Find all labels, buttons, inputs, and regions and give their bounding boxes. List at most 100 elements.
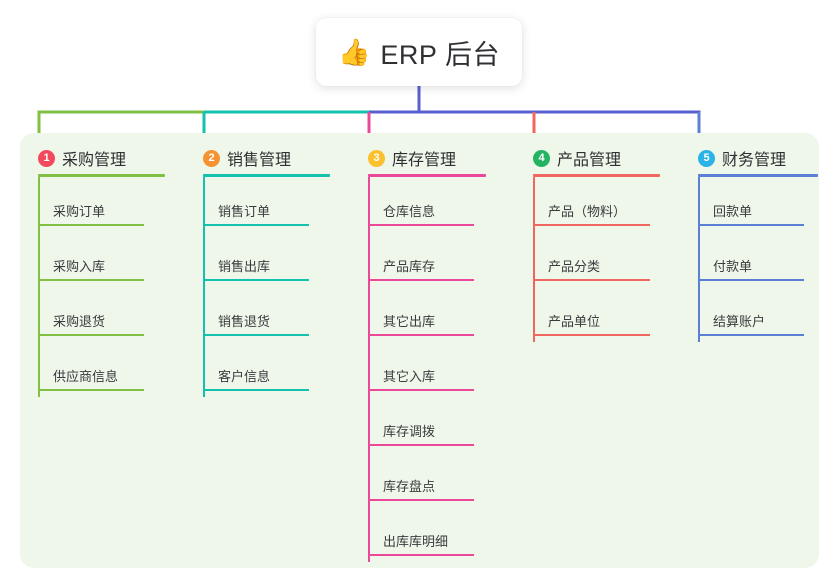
content-panel [20, 133, 819, 568]
branch-header-1[interactable]: 1 采购管理 [38, 146, 126, 170]
list-item-label: 采购入库 [53, 259, 106, 274]
branch-spine-2 [203, 177, 205, 397]
list-item[interactable]: 仓库信息 [368, 177, 498, 232]
list-item-underline [368, 389, 474, 391]
list-item[interactable]: 结算账户 [698, 287, 828, 342]
list-item-label: 回款单 [713, 204, 753, 219]
list-item-underline [38, 334, 144, 336]
list-item-underline [38, 224, 144, 226]
list-item-label: 供应商信息 [53, 369, 119, 384]
list-item[interactable]: 采购入库 [38, 232, 168, 287]
list-item-underline [203, 279, 309, 281]
branch-header-label-5: 财务管理 [722, 152, 787, 169]
list-item-label: 采购退货 [53, 314, 106, 329]
list-item[interactable]: 供应商信息 [38, 342, 168, 397]
list-item-underline [368, 554, 474, 556]
branch-header-label-4: 产品管理 [557, 152, 622, 169]
list-item[interactable]: 客户信息 [203, 342, 333, 397]
list-item-underline [38, 389, 144, 391]
branch-spine-4 [533, 177, 535, 342]
list-item[interactable]: 出库库明细 [368, 507, 498, 562]
list-item-underline [368, 444, 474, 446]
list-item-underline [533, 224, 650, 226]
branch-badge-3: 3 [368, 149, 385, 167]
list-item[interactable]: 库存盘点 [368, 452, 498, 507]
branch-spine-5 [698, 177, 700, 342]
list-item-underline [368, 224, 474, 226]
list-item[interactable]: 销售出库 [203, 232, 333, 287]
branch-header-underline-5 [698, 174, 818, 177]
list-item[interactable]: 产品单位 [533, 287, 673, 342]
list-item[interactable]: 付款单 [698, 232, 828, 287]
list-item[interactable]: 库存调拨 [368, 397, 498, 452]
root-title-label: ERP 后台 [380, 39, 500, 70]
root-title-card[interactable]: 👍 ERP 后台 [316, 18, 522, 86]
list-item[interactable]: 回款单 [698, 177, 828, 232]
thumbs-up-icon: 👍 [338, 37, 371, 67]
branch-spine-1 [38, 177, 40, 397]
list-item-underline [203, 224, 309, 226]
list-item-underline [368, 334, 474, 336]
branch-badge-1: 1 [38, 149, 55, 167]
list-item-underline [368, 499, 474, 501]
list-item-label: 采购订单 [53, 204, 106, 219]
branch-header-underline-2 [203, 174, 330, 177]
list-item[interactable]: 采购退货 [38, 287, 168, 342]
list-item-label: 销售订单 [218, 204, 271, 219]
branch-header-label-1: 采购管理 [62, 152, 127, 169]
branch-column-1: 1 采购管理采购订单采购入库采购退货供应商信息 [20, 133, 185, 568]
branch-item-list-1: 采购订单采购入库采购退货供应商信息 [38, 177, 168, 397]
branch-columns: 1 采购管理采购订单采购入库采购退货供应商信息 2 销售管理销售订单销售出库销售退货客… [20, 133, 819, 568]
branch-item-list-4: 产品（物料） 产品分类产品单位 [533, 177, 673, 342]
branch-header-label-2: 销售管理 [227, 152, 292, 169]
list-item-underline [698, 279, 804, 281]
list-item-underline [368, 279, 474, 281]
list-item-label: 付款单 [713, 259, 753, 274]
list-item[interactable]: 采购订单 [38, 177, 168, 232]
branch-column-2: 2 销售管理销售订单销售出库销售退货客户信息 [185, 133, 350, 568]
branch-item-list-5: 回款单付款单结算账户 [698, 177, 828, 342]
list-item-label: 其它入库 [383, 369, 436, 384]
list-item-label: 客户信息 [218, 369, 271, 384]
list-item[interactable]: 其它入库 [368, 342, 498, 397]
list-item-underline [38, 279, 144, 281]
branch-item-list-2: 销售订单销售出库销售退货客户信息 [203, 177, 333, 397]
list-item[interactable]: 产品库存 [368, 232, 498, 287]
branch-spine-3 [368, 177, 370, 562]
list-item-label: 产品分类 [548, 259, 601, 274]
list-item-underline [533, 334, 650, 336]
list-item-label: 销售出库 [218, 259, 271, 274]
branch-badge-4: 4 [533, 149, 550, 167]
list-item-underline [203, 334, 309, 336]
list-item[interactable]: 销售退货 [203, 287, 333, 342]
list-item-label: 其它出库 [383, 314, 436, 329]
branch-header-2[interactable]: 2 销售管理 [203, 146, 291, 170]
list-item[interactable]: 销售订单 [203, 177, 333, 232]
branch-item-list-3: 仓库信息产品库存其它出库其它入库库存调拨库存盘点出库库明细 [368, 177, 498, 562]
branch-header-underline-1 [38, 174, 165, 177]
list-item-label: 产品单位 [548, 314, 601, 329]
list-item[interactable]: 产品（物料） [533, 177, 673, 232]
list-item-label: 结算账户 [713, 314, 766, 329]
branch-header-underline-4 [533, 174, 660, 177]
list-item-label: 产品库存 [383, 259, 436, 274]
branch-column-4: 4 产品管理产品（物料） 产品分类产品单位 [515, 133, 680, 568]
list-item[interactable]: 其它出库 [368, 287, 498, 342]
list-item-label: 库存调拨 [383, 424, 436, 439]
list-item[interactable]: 产品分类 [533, 232, 673, 287]
list-item-label: 出库库明细 [383, 534, 449, 549]
list-item-underline [203, 389, 309, 391]
list-item-label: 销售退货 [218, 314, 271, 329]
list-item-label: 库存盘点 [383, 479, 436, 494]
branch-header-4[interactable]: 4 产品管理 [533, 146, 621, 170]
list-item-label: 仓库信息 [383, 204, 436, 219]
list-item-underline [533, 279, 650, 281]
list-item-underline [698, 334, 804, 336]
list-item-label: 产品（物料） [548, 204, 627, 219]
branch-badge-2: 2 [203, 149, 220, 167]
